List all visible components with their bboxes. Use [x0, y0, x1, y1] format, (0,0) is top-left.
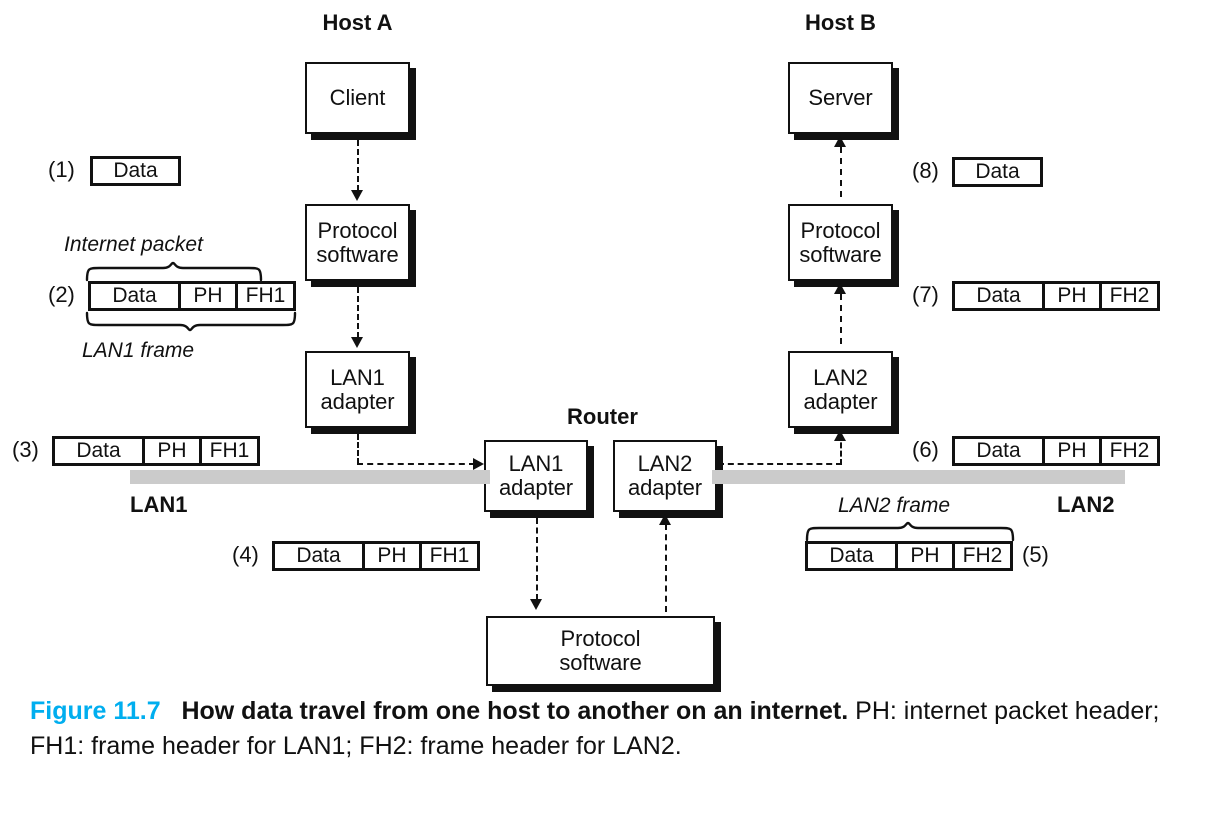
arrow-router-adapter1-to-protocol-head [530, 599, 542, 610]
step-8-cell-data: Data [975, 160, 1020, 183]
lan2-bus [712, 470, 1125, 484]
host-a-client-label: Client [329, 85, 386, 111]
step-6-cell-data: Data [955, 439, 1045, 463]
arrow-adapter-to-protocol-line [840, 294, 842, 344]
lan2-label: LAN2 [1057, 492, 1115, 517]
figure-description: PH: internet packet header; FH1: frame h… [30, 697, 1160, 760]
router-lan1-adapter-line2: adapter [499, 475, 573, 500]
step-7-cell-data: Data [955, 284, 1045, 308]
arrow-client-to-protocol-head [351, 190, 363, 201]
step-5-packet: Data PH FH2 [805, 541, 1013, 571]
step-7-number: (7) [912, 282, 939, 307]
router-lan2-adapter-line1: LAN2 [637, 451, 693, 477]
lan1-frame-brace [85, 311, 297, 332]
arrow-router-protocol-to-adapter2-head [659, 514, 671, 525]
arrow-client-to-protocol-line [357, 140, 359, 191]
host-a-protocol-line1: Protocol [317, 217, 398, 243]
host-b-server-box[interactable]: Server [788, 62, 893, 134]
host-b-protocol-line1: Protocol [800, 217, 881, 243]
step-2-cell-fh1: FH1 [245, 284, 286, 307]
step-2-cell-ph: PH [181, 284, 238, 308]
arrow-router-adapter1-to-protocol-line [536, 518, 538, 600]
step-6-packet: Data PH FH2 [952, 436, 1160, 466]
host-b-protocol-line2: software [799, 241, 882, 267]
step-3-cell-data: Data [55, 439, 145, 463]
router-protocol-software-box[interactable]: Protocol software [486, 616, 715, 686]
step-4-packet: Data PH FH1 [272, 541, 480, 571]
step-5-number: (5) [1022, 542, 1049, 567]
step-6-cell-ph: PH [1045, 439, 1102, 463]
step-4-number: (4) [232, 542, 259, 567]
step-6-number: (6) [912, 437, 939, 462]
host-a-lan1-adapter-line2: adapter [320, 388, 395, 414]
router-protocol-line2: software [559, 650, 642, 675]
step-5-cell-data: Data [808, 544, 898, 568]
step-1-number: (1) [48, 157, 75, 182]
arrow-protocol-to-adapter-head [351, 337, 363, 348]
arrow-adapter-to-protocol-head [834, 283, 846, 294]
arrow-router-to-bus2-line [718, 463, 842, 465]
arrow-bus-to-router-line [357, 463, 475, 465]
step-3-number: (3) [12, 437, 39, 462]
arrow-protocol-to-adapter-line [357, 287, 359, 338]
host-a-label: Host A [322, 10, 393, 35]
host-b-lan2-adapter-line2: adapter [803, 388, 878, 414]
host-b-label: Host B [805, 10, 876, 35]
host-a-protocol-line2: software [316, 241, 399, 267]
step-3-cell-fh1: FH1 [209, 439, 250, 462]
step-7-cell-fh2: FH2 [1109, 284, 1150, 307]
step-3-cell-ph: PH [145, 439, 202, 463]
lan1-frame-caption: LAN1 frame [82, 339, 195, 362]
step-4-cell-data: Data [275, 544, 365, 568]
figure-caption: Figure 11.7 How data travel from one hos… [30, 694, 1190, 763]
router-lan1-adapter-line1: LAN1 [508, 451, 564, 477]
step-3-packet: Data PH FH1 [52, 436, 260, 466]
step-1-cell-data: Data [113, 159, 158, 182]
step-8-packet: Data [952, 157, 1043, 187]
step-5-cell-ph: PH [898, 544, 955, 568]
arrow-protocol-to-server-line [840, 147, 842, 197]
step-8-number: (8) [912, 158, 939, 183]
step-2-packet: Data PH FH1 [88, 281, 296, 311]
arrow-bus2-to-adapter-head [834, 430, 846, 441]
host-a-lan1-adapter-line1: LAN1 [330, 364, 385, 390]
step-1-packet: Data [90, 156, 181, 186]
lan2-frame-brace [805, 521, 1015, 542]
arrow-bus-to-router-head [473, 458, 484, 470]
figure-number: Figure 11.7 [30, 697, 161, 725]
step-7-packet: Data PH FH2 [952, 281, 1160, 311]
step-2-number: (2) [48, 282, 75, 307]
step-6-cell-fh2: FH2 [1109, 439, 1150, 462]
host-a-lan1-adapter-box[interactable]: LAN1 adapter [305, 351, 410, 428]
host-b-lan2-adapter-line1: LAN2 [813, 364, 868, 390]
figure-title: How data travel from one host to another… [181, 697, 849, 725]
step-7-cell-ph: PH [1045, 284, 1102, 308]
arrow-adapter-to-bus-line [357, 434, 359, 464]
lan1-label: LAN1 [130, 492, 188, 517]
host-a-protocol-software-box[interactable]: Protocol software [305, 204, 410, 281]
arrow-router-protocol-to-adapter2-line [665, 524, 667, 612]
router-lan1-adapter-box[interactable]: LAN1 adapter [484, 440, 588, 512]
step-4-cell-ph: PH [365, 544, 422, 568]
arrow-bus2-to-adapter-line [840, 434, 842, 465]
step-5-cell-fh2: FH2 [962, 544, 1003, 567]
internet-packet-caption: Internet packet [64, 233, 203, 256]
host-b-protocol-software-box[interactable]: Protocol software [788, 204, 893, 281]
step-2-cell-data: Data [91, 284, 181, 308]
router-lan2-adapter-line2: adapter [628, 475, 702, 500]
lan2-frame-caption: LAN2 frame [838, 494, 951, 517]
host-a-client-box[interactable]: Client [305, 62, 410, 134]
internet-packet-brace [85, 261, 263, 282]
router-protocol-line1: Protocol [560, 626, 641, 652]
router-label: Router [567, 404, 638, 429]
step-4-cell-fh1: FH1 [429, 544, 470, 567]
host-b-server-label: Server [808, 85, 873, 111]
host-b-lan2-adapter-box[interactable]: LAN2 adapter [788, 351, 893, 428]
router-lan2-adapter-box[interactable]: LAN2 adapter [613, 440, 717, 512]
lan1-bus [130, 470, 490, 484]
arrow-protocol-to-server-head [834, 136, 846, 147]
